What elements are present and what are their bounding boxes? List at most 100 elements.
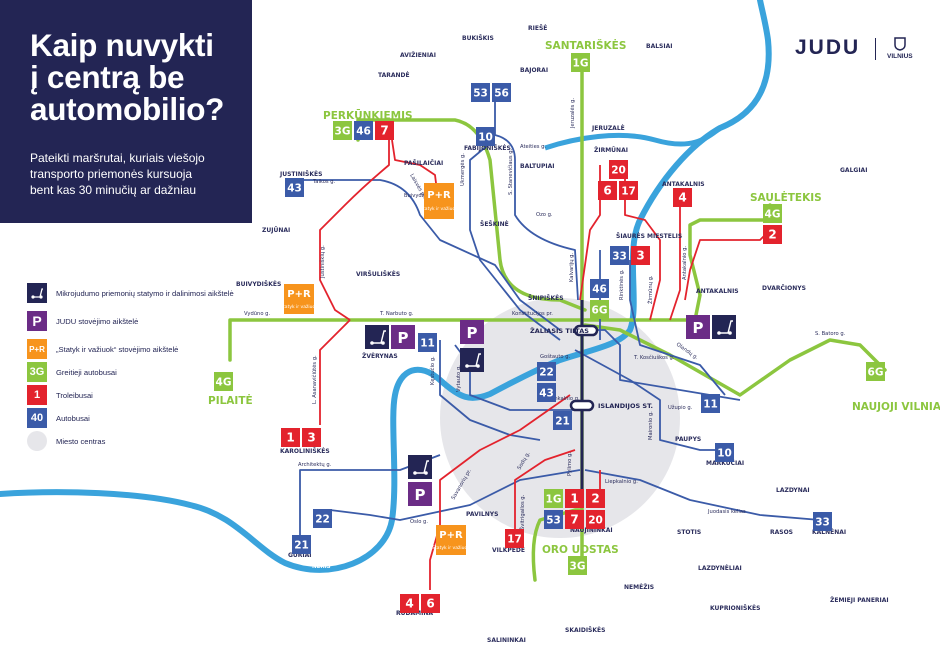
route-badge-21: 21: [292, 535, 311, 554]
district-label: SKAIDIŠKĖS: [565, 627, 605, 634]
bus-icon: 40: [27, 408, 47, 428]
street-label: Oslo g.: [410, 519, 428, 525]
svg-text:Statyk ir važiuok: Statyk ir važiuok: [420, 205, 458, 212]
route-badge-box: [701, 394, 720, 413]
stop-marker: [569, 399, 595, 412]
route-badge-label: 10: [717, 448, 732, 460]
route-badge-10: 10: [715, 443, 734, 462]
route-badge-label: 6G: [592, 305, 608, 317]
major-place-label: ORO UOSTAS: [542, 544, 619, 556]
neris-river-branch: [544, 126, 722, 151]
district-label: JUSTINIŠKĖS: [279, 171, 322, 178]
route-badge-label: 10: [478, 132, 493, 144]
district-labels: BUKIŠKIS RIEŠĖ BALSIAI AVIŽIENIAI BAJORA…: [236, 25, 889, 644]
route-badge-label: 21: [555, 416, 570, 428]
route-badge-box: [537, 383, 556, 402]
street-label: Rinktinės g.: [619, 269, 625, 300]
legend-label: Troleibusai: [56, 390, 93, 400]
district-label: JERUZALĖ: [591, 125, 625, 132]
route-badge-20: 20: [586, 510, 605, 529]
route-badge-label: 11: [703, 399, 718, 411]
route-badge-6g: 6G: [590, 300, 609, 319]
route-badge-1g: 1G: [571, 53, 590, 72]
route-badge-22: 22: [537, 362, 556, 381]
route-badge-box: [610, 246, 629, 265]
street-label: Žirmūnų g.: [646, 275, 654, 304]
express-bus-icon: 3G: [27, 362, 47, 382]
route-badge-46: 46: [354, 121, 373, 140]
route-badge-box: [313, 509, 332, 528]
street-label: Užupio g.: [668, 404, 693, 411]
street-label: Kalvarijų g.: [569, 253, 575, 282]
poster-title-line: į centrą be: [30, 59, 185, 95]
route-badge-box: [281, 428, 300, 447]
route-badge-1: 1: [281, 428, 300, 447]
street-label: S. Stanevičiaus g.: [507, 149, 514, 195]
route-badge-box: [471, 83, 490, 102]
route-badge-1g: 1G: [544, 489, 563, 508]
scooter-icon: [27, 283, 47, 303]
route-badge-label: 17: [507, 534, 522, 546]
route-badge-label: 20: [588, 515, 603, 527]
street-label: Konstitucijos pr.: [512, 311, 553, 317]
street-label: L. Asanavičiūtės g.: [311, 355, 318, 404]
route-badge-6g: 6G: [866, 362, 885, 381]
route-badge-box: [565, 489, 584, 508]
route-badge-box: [400, 594, 419, 613]
district-label: PAŠILAIČIAI: [404, 160, 443, 167]
route-badge-11: 11: [701, 394, 720, 413]
route-badge-box: [763, 225, 782, 244]
route-badge-label: 11: [420, 338, 435, 350]
street-label: Vytauto g.: [456, 365, 462, 392]
district-label: AVIŽIENIAI: [400, 51, 436, 59]
route-badge-label: 56: [494, 88, 509, 100]
district-label: LAZDYNAI: [776, 487, 810, 494]
route-badge-box: [586, 510, 605, 529]
route-badge-box: [568, 556, 587, 575]
route-badge-box: [354, 121, 373, 140]
route-badge-box: [292, 535, 311, 554]
major-place-labels: SANTARIŠKĖS PERKŪNKIEMIS SAULĖTEKIS PILA…: [208, 38, 940, 556]
district-label: KAROLINIŠKĖS: [280, 448, 330, 455]
street-label: Švitrigailos g.: [519, 494, 526, 530]
city-centre-icon: [27, 431, 47, 451]
vilnius-logo-text: VILNIUS: [887, 53, 913, 60]
route-badge-label: 7: [380, 124, 388, 138]
route-badge-11: 11: [418, 333, 437, 352]
district-label: PAUPYS: [675, 436, 701, 443]
route-badge-label: 1: [570, 492, 578, 506]
judu-logo: JUDU: [795, 36, 861, 59]
route-badge-6: 6: [598, 181, 617, 200]
route-badge-box: [571, 53, 590, 72]
district-label: BUIVYDIŠKĖS: [236, 281, 281, 288]
parking-p-badge: P: [460, 320, 484, 344]
park-ride-icon: P+R: [27, 339, 47, 359]
district-label: TARANDĖ: [378, 72, 410, 79]
route-badge-box: [214, 372, 233, 391]
route-badge-label: 1G: [573, 58, 589, 70]
stop-label: ISLANDIJOS ST.: [598, 402, 653, 410]
district-label: GURIAI: [288, 552, 312, 559]
route-badge-label: 22: [315, 514, 330, 526]
street-label: S. Batoro g.: [815, 331, 846, 337]
district-label: VIRŠULIŠKĖS: [356, 271, 400, 278]
district-label: MARKUČIAI: [706, 460, 744, 467]
route-badge-box: [505, 529, 524, 548]
district-label: ŽVĖRYNAS: [362, 352, 398, 360]
district-label: BALTUPIAI: [520, 163, 555, 170]
route-badge-17: 17: [505, 529, 524, 548]
route-badge-label: 46: [592, 284, 607, 296]
route-badge-box: [492, 83, 511, 102]
poster-subtitle-line: transporto priemonės kursuoja: [30, 167, 193, 181]
bus-routes: [299, 85, 821, 535]
route-badge-label: 6: [603, 184, 611, 198]
street-label: Pylimo g.: [567, 452, 573, 476]
district-label: ŠEŠKINĖ: [480, 221, 509, 228]
parking-p-badge: P: [686, 315, 710, 339]
district-label: KUPRIONIŠKĖS: [710, 605, 760, 612]
street-label: Goštauto g.: [540, 353, 571, 360]
route-badge-label: 53: [546, 515, 561, 527]
route-badge-20: 20: [609, 160, 628, 179]
district-label: STOTIS: [677, 529, 701, 536]
